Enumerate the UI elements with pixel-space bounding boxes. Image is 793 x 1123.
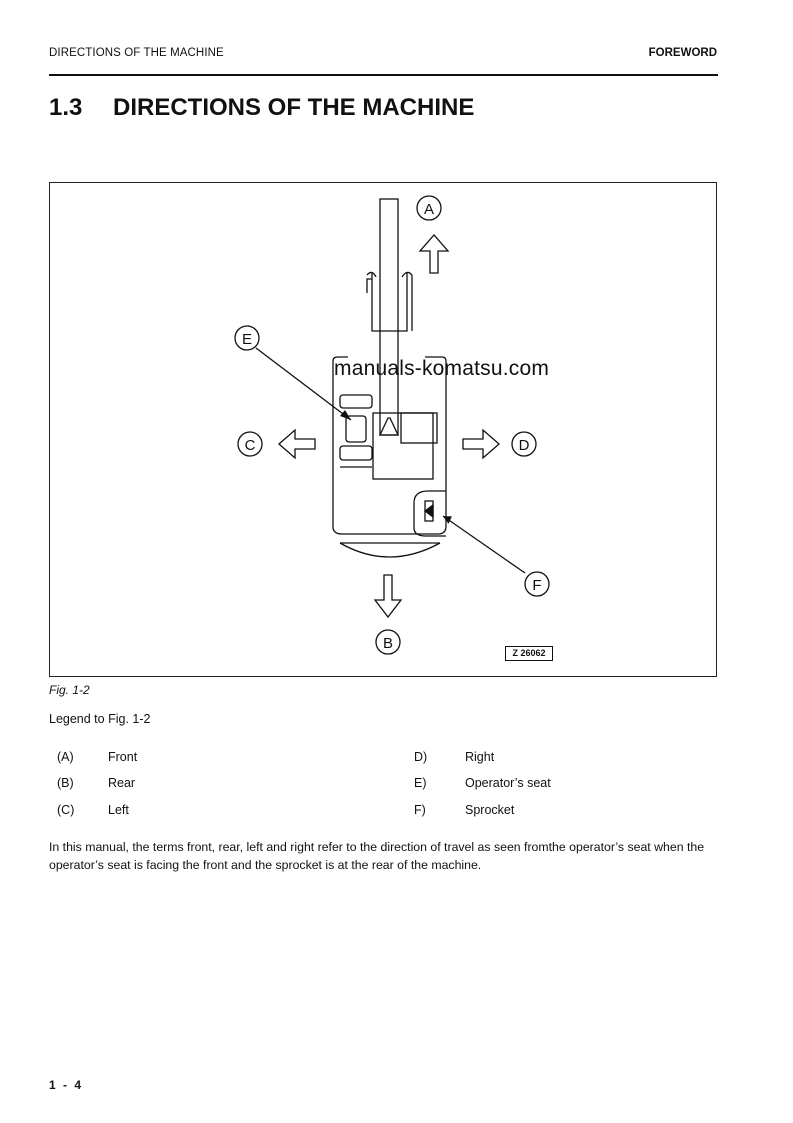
legend-label: Rear bbox=[108, 776, 136, 790]
callout-d-label: D bbox=[519, 437, 530, 454]
header-divider bbox=[49, 74, 718, 76]
seat bbox=[345, 415, 367, 443]
arrow-right bbox=[462, 428, 500, 460]
arrow-left bbox=[278, 428, 316, 460]
leader-f bbox=[442, 515, 526, 574]
legend-list: (A) Front (B) Rear (C) Left D) Right E) … bbox=[57, 750, 717, 830]
explanatory-paragraph: In this manual, the terms front, rear, l… bbox=[49, 840, 705, 872]
figure-id-box: Z 26062 bbox=[505, 646, 553, 661]
callout-b-label: B bbox=[383, 635, 393, 652]
arrow-rear bbox=[373, 574, 403, 619]
legend-key: E) bbox=[414, 776, 427, 790]
section-title: DIRECTIONS OF THE MACHINE bbox=[113, 94, 475, 121]
page-number: 1 - 4 bbox=[49, 1078, 84, 1092]
callout-e-label: E bbox=[242, 331, 252, 348]
legend-title: Legend to Fig. 1-2 bbox=[49, 712, 151, 726]
callout-e-circle bbox=[234, 325, 260, 351]
running-header-section: FOREWORD bbox=[648, 47, 717, 59]
front-arm bbox=[379, 198, 399, 436]
section-number: 1.3 bbox=[49, 94, 83, 121]
legend-key: (C) bbox=[57, 803, 75, 817]
legend-label: Sprocket bbox=[465, 803, 515, 817]
callout-c-circle bbox=[237, 431, 263, 457]
seat-back bbox=[339, 394, 373, 409]
cab bbox=[372, 412, 434, 480]
legend-key: F) bbox=[414, 803, 426, 817]
arm-bracket bbox=[371, 273, 408, 332]
legend-label: Right bbox=[465, 750, 495, 764]
callout-f-label: F bbox=[532, 577, 541, 594]
callout-d-circle bbox=[511, 431, 537, 457]
counterweight bbox=[339, 542, 441, 558]
figure-caption: Fig. 1-2 bbox=[49, 683, 90, 697]
running-header-title: DIRECTIONS OF THE MACHINE bbox=[49, 47, 224, 59]
legend-label: Front bbox=[108, 750, 138, 764]
callout-b-circle bbox=[375, 629, 401, 655]
arrow-front bbox=[418, 234, 450, 274]
sprocket-housing bbox=[413, 490, 446, 537]
callout-a-circle bbox=[416, 195, 442, 221]
legend-label: Operator’s seat bbox=[465, 776, 551, 790]
machine-directions-diagram: A B C D E F bbox=[234, 195, 550, 655]
callout-c-label: C bbox=[245, 437, 256, 454]
legend-label: Left bbox=[108, 803, 129, 817]
leader-e bbox=[255, 347, 352, 421]
legend-key: D) bbox=[414, 750, 428, 764]
watermark-text: manuals-komatsu.com bbox=[334, 357, 550, 380]
figure-frame: A B C D E F manuals-komatsu.com Z 26062 bbox=[49, 182, 717, 677]
callout-a-label: A bbox=[424, 201, 434, 218]
section-heading: 1.3 DIRECTIONS OF THE MACHINE bbox=[49, 94, 474, 122]
callout-f-circle bbox=[524, 571, 550, 597]
machine-body bbox=[332, 361, 447, 535]
legend-key: (B) bbox=[57, 776, 74, 790]
legend-key: (A) bbox=[57, 750, 74, 764]
seat-base bbox=[339, 445, 373, 461]
